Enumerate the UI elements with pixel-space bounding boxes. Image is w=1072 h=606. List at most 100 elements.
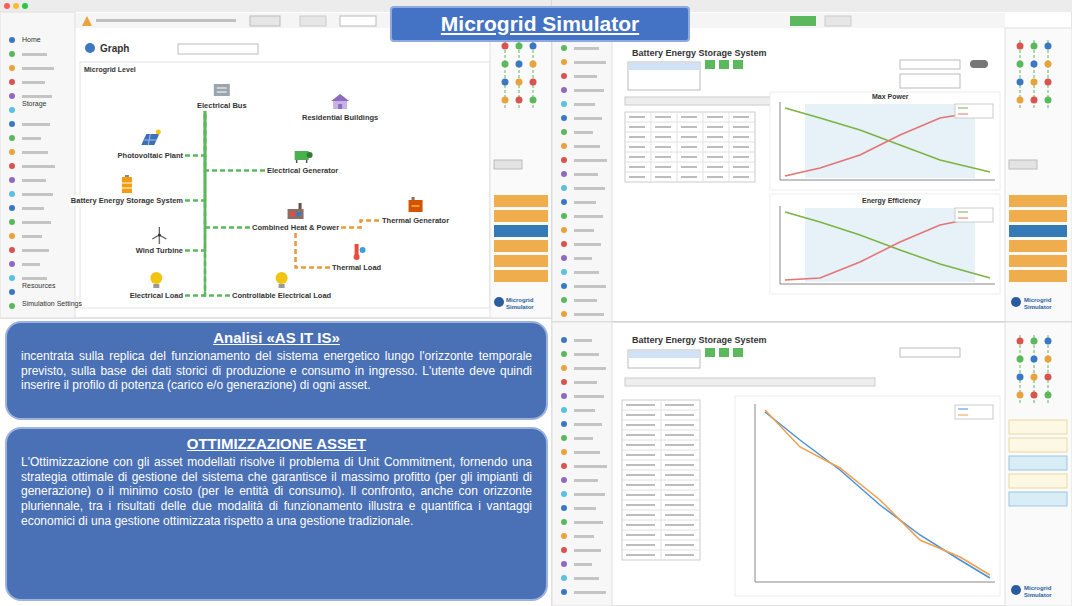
dot-mark (9, 107, 15, 113)
panel-rect (1009, 240, 1067, 252)
chart-line (785, 215, 990, 280)
asset-node: Controllable Electrical Load (230, 290, 333, 301)
dot-mark (1045, 338, 1052, 345)
dot-mark (1045, 79, 1052, 86)
panel-rect (681, 166, 697, 168)
panel-rect (22, 207, 44, 210)
dot-mark (1031, 43, 1038, 50)
panel-rect (629, 176, 645, 178)
screen-label: Simulation Settings (22, 300, 82, 307)
panel-rect (655, 146, 671, 148)
dot-mark (561, 561, 567, 567)
panel-rect (1009, 160, 1037, 169)
panel-rect (626, 454, 655, 456)
panel-rect (574, 451, 600, 454)
node-title: Electrical Bus (197, 101, 247, 110)
panel-rect (1009, 195, 1067, 207)
panel-rect (333, 101, 347, 109)
panel-rect (719, 60, 729, 69)
bus-line (296, 233, 330, 268)
panel-rect (665, 504, 694, 506)
panel-rect (80, 62, 490, 308)
panel-rect (574, 563, 592, 566)
dot-mark (1017, 356, 1024, 363)
dot-mark (1031, 338, 1038, 345)
dot-mark (1045, 374, 1052, 381)
node-title: Wind Turbine (136, 246, 183, 255)
panel-rect (681, 116, 697, 118)
node-title: Thermal Generator (382, 216, 449, 225)
icon-group (214, 84, 230, 96)
shape-mark (141, 134, 159, 145)
panel-rect (22, 123, 50, 126)
bus-line (205, 111, 250, 228)
asset-node: Photovoltaic Plant (116, 150, 185, 161)
logo-text: Microgrid Simulator (1024, 297, 1068, 310)
dot-mark (1031, 392, 1038, 399)
dot-mark (561, 143, 567, 149)
panel-rect (1009, 270, 1067, 282)
panel-rect (1009, 456, 1067, 470)
panel-rect (626, 484, 655, 486)
node-title: Residential Buildings (302, 113, 378, 122)
bus-node: Electrical Bus (195, 100, 249, 111)
panel-rect (626, 424, 655, 426)
panel-rect (770, 92, 1000, 190)
dot-mark (1031, 97, 1038, 104)
panel-rect (22, 165, 55, 168)
panel-rect (409, 200, 423, 212)
dot-mark (561, 297, 567, 303)
panel-rect (665, 404, 694, 406)
panel-rect (626, 554, 655, 556)
icon-group (288, 203, 304, 219)
icon-group (276, 272, 288, 288)
panel-rect (574, 367, 606, 370)
dot-mark (561, 241, 567, 247)
dot-mark (561, 589, 567, 595)
panel-rect (955, 208, 993, 222)
rule-line (958, 108, 968, 109)
panel-rect (707, 116, 723, 118)
dot-mark (1017, 43, 1024, 50)
panel-rect (629, 351, 699, 358)
panel-rect (705, 348, 715, 357)
dot-mark (502, 97, 509, 104)
panel-rect (625, 378, 875, 386)
dot-mark (1045, 43, 1052, 50)
panel-rect (574, 507, 596, 510)
panel-rect (626, 544, 655, 546)
title-banner: Microgrid Simulator (390, 6, 690, 42)
panel-rect (665, 524, 694, 526)
panel-rect (733, 146, 749, 148)
dot-mark (9, 163, 15, 169)
rule-line (780, 102, 781, 180)
dot-mark (516, 79, 523, 86)
panel-rect (574, 313, 604, 316)
dot-mark (561, 449, 567, 455)
screen-label: Graph (100, 43, 129, 54)
dot-mark (1031, 79, 1038, 86)
panel-rect (125, 175, 129, 177)
dot-mark (360, 247, 366, 253)
panel-rect (805, 208, 975, 282)
panel-rect (22, 193, 53, 196)
panel-rect (655, 116, 671, 118)
panel-rect (250, 16, 280, 26)
asset-node: Residential Buildings (300, 112, 380, 123)
panel-rect (707, 126, 723, 128)
dot-mark (1017, 392, 1024, 399)
panel-rect (574, 61, 606, 64)
node-title: Analisi «AS IT IS» (21, 329, 532, 346)
panel-rect (279, 284, 285, 288)
panel-rect (22, 53, 47, 56)
panel-rect (628, 350, 700, 368)
icon-group (141, 130, 161, 146)
panel-rect (299, 203, 302, 209)
dot-mark (561, 365, 567, 371)
panel-rect (574, 145, 600, 148)
bus-line (205, 111, 265, 171)
panel-rect (733, 156, 749, 158)
panel-rect (214, 84, 230, 96)
icon-group (9, 31, 1052, 595)
panel-rect (295, 151, 309, 160)
